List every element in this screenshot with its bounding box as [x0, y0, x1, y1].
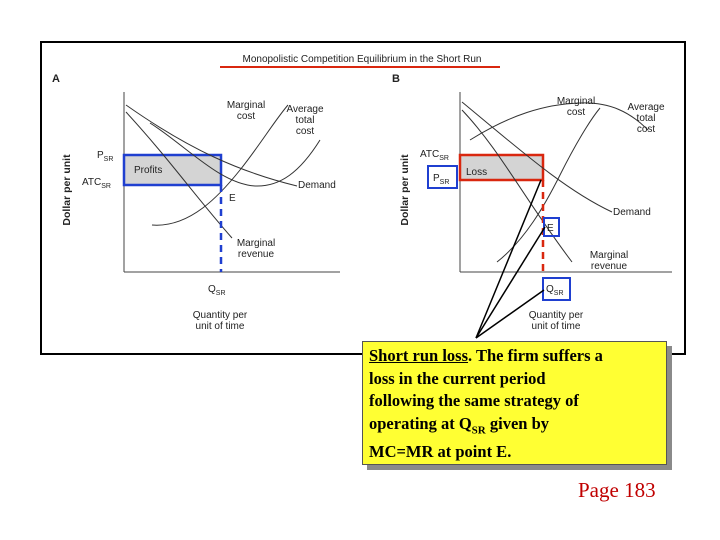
panel-b-demand-label: Demand [613, 207, 651, 218]
panel-a-profits-highlight [122, 153, 223, 187]
panel-b-demand-curve [461, 101, 613, 213]
panel-b-letter: B [392, 73, 400, 85]
panel-b-qsr-highlight [542, 277, 571, 301]
panel-a-point-e: E [229, 193, 236, 204]
pointer-line-to-loss [475, 179, 542, 339]
panel-b-point-e-highlight [543, 217, 560, 237]
panel-a-marginal-cost-curve [151, 104, 289, 226]
callout-pointer-lines [475, 179, 546, 339]
callout-line3: following the same strategy of [369, 391, 579, 410]
panel-b-qsr-label: QSR [546, 284, 564, 297]
panel-b-point-e: E [547, 223, 554, 234]
callout-heading: Short run loss [369, 346, 469, 365]
panel-b-psr-label: PSR [433, 173, 449, 186]
panel-b-atcsr-label: ATCSR [420, 149, 449, 162]
panel-a-marginal-revenue-curve [125, 111, 233, 239]
panel-b-psr-highlight [427, 165, 458, 189]
page-number: Page 183 [578, 478, 656, 502]
panel-a-qsr-label: QSR [208, 284, 226, 297]
callout-line2: loss in the current period [369, 368, 546, 388]
callout-line1-rest: . The firm suffers a [468, 346, 603, 365]
callout-line4-sub: SR [471, 423, 486, 436]
panel-a-demand-label: Demand [298, 180, 336, 191]
callout-line4-post: given by [485, 413, 549, 433]
panel-b-marginal-cost-curve [496, 107, 601, 263]
panel-a-letter: A [52, 73, 60, 85]
panel-a-profits-area [124, 155, 221, 185]
panel-a-y-axis-label: Dollar per unit [61, 154, 73, 226]
panel-a-profits-label: Profits [134, 165, 162, 176]
panel-a-demand-curve [125, 104, 298, 187]
panel-b-marginal-revenue-curve [461, 109, 573, 263]
panel-b-loss-label: Loss [466, 167, 487, 178]
figure-frame [40, 41, 686, 355]
figure-title: Monopolistic Competition Equilibrium in … [242, 54, 481, 65]
panel-b-loss-highlight [458, 153, 545, 182]
pointer-line-to-point-e [475, 226, 546, 339]
panel-a-psr-label: PSR [97, 150, 113, 163]
panel-a-atcsr-label: ATCSR [82, 177, 111, 190]
panel-b-average-total-cost-curve [469, 102, 649, 141]
panel-a-average-total-cost-curve [149, 122, 321, 187]
panel-b-y-axis-label: Dollar per unit [399, 154, 411, 226]
short-run-loss-callout: Short run loss. The firm suffers a loss … [362, 341, 667, 465]
callout-line5: MC=MR at point E. [369, 442, 512, 462]
callout-line4-pre: operating at Q [369, 413, 472, 433]
pointer-line-to-qsr [475, 289, 545, 339]
